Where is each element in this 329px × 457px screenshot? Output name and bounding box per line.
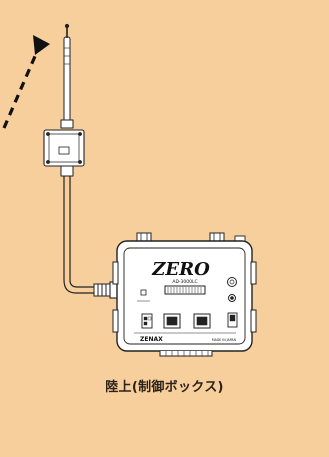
control-box-icon: ZERO AD-3000LC ZENAX MADE IN JAPAN	[112, 232, 257, 357]
junction-box	[43, 129, 85, 177]
caption-detail: (制御ボックス)	[131, 380, 224, 395]
footer-small-text: MADE IN JAPAN	[212, 338, 237, 342]
caption-main: 陸上	[105, 380, 132, 395]
diagram-caption: 陸上(制御ボックス)	[0, 376, 329, 395]
antenna-icon	[60, 23, 74, 129]
footer-brand: ZENAX	[140, 336, 163, 343]
model-label: AD-3000LC	[172, 279, 197, 285]
dashed-arrow-icon	[2, 35, 50, 129]
brand-logo: ZERO	[151, 259, 210, 280]
cable	[63, 176, 96, 294]
